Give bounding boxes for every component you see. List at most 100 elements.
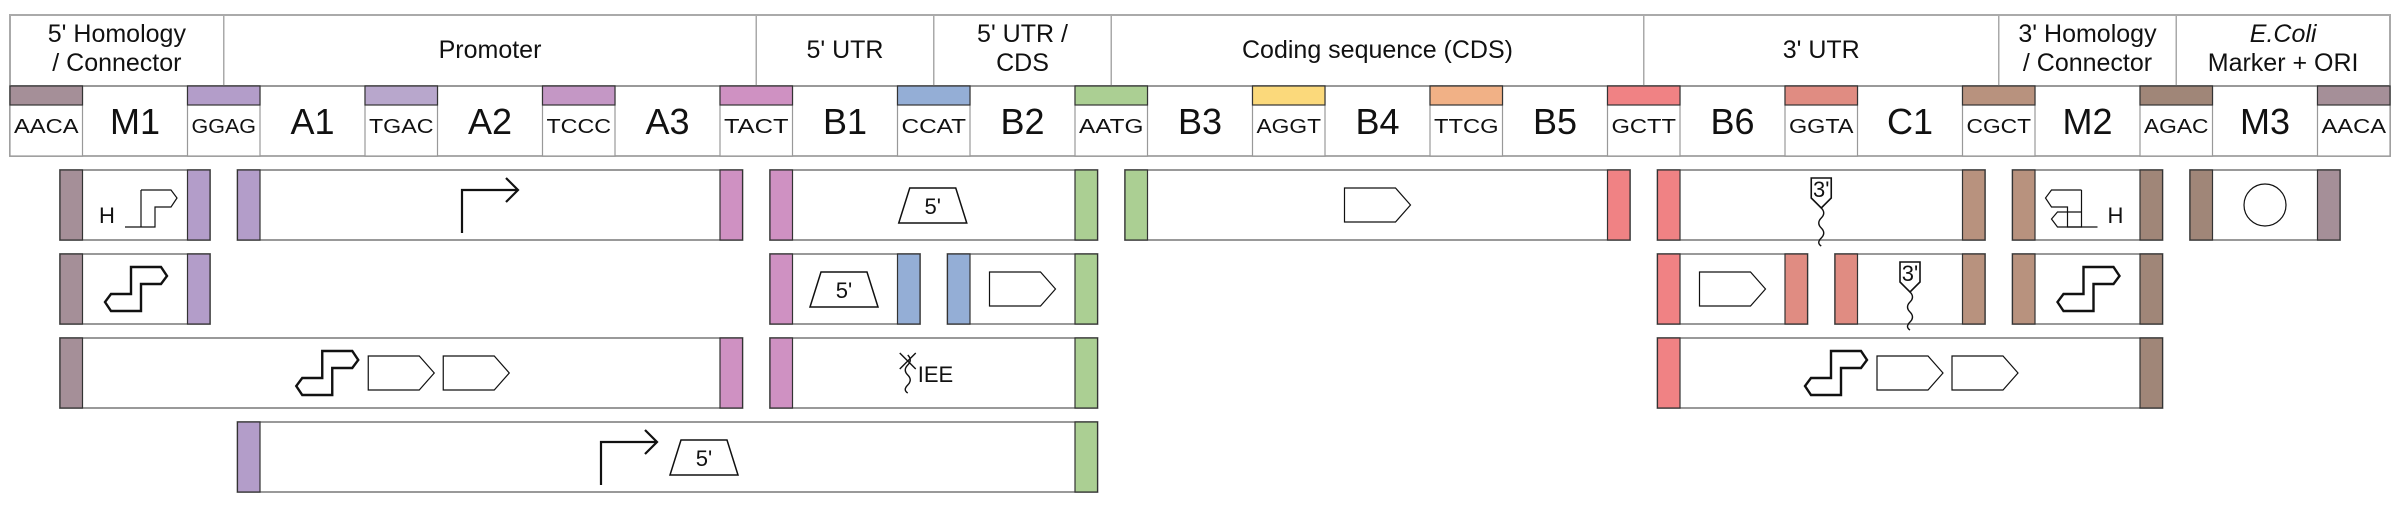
overhang-sequence: AGGT xyxy=(1257,116,1322,138)
terminator-tail-icon xyxy=(1818,207,1825,247)
overhang-sequence: CGCT xyxy=(1967,116,2032,138)
part-block-frame xyxy=(2011,253,2164,325)
five-prime-utr-icon xyxy=(897,187,968,224)
left-overhang-bar xyxy=(946,253,971,325)
right-overhang-bar xyxy=(896,253,921,325)
left-overhang-bar xyxy=(59,253,84,325)
cds-arrow-icon xyxy=(1698,271,1767,307)
five-prime-utr-label: 5' xyxy=(836,278,852,303)
part-label: C1 xyxy=(1887,101,1933,142)
connector-icon xyxy=(103,265,169,313)
right-overhang-bar xyxy=(1074,253,1099,325)
part-label: A3 xyxy=(645,101,689,142)
left-overhang-bar xyxy=(2189,169,2214,241)
category-label: E.Coli xyxy=(2250,20,2318,48)
overhang-color-band xyxy=(1606,85,1681,106)
part-label: B3 xyxy=(1178,101,1222,142)
category-cell: 5' Homology/ Connector xyxy=(48,15,225,86)
part-label: M2 xyxy=(2062,101,2112,142)
overhang-slot: TTCG xyxy=(1429,85,1504,157)
terminator-icon xyxy=(1810,177,1833,210)
part-block xyxy=(2011,253,2164,325)
left-overhang-bar xyxy=(59,337,84,409)
cds-arrow-icon xyxy=(442,355,511,391)
part-block: 5' xyxy=(769,253,921,325)
right-overhang-bar xyxy=(2139,337,2164,409)
overhang-slot: GCTT xyxy=(1606,85,1681,157)
part-block xyxy=(1124,169,1631,241)
left-overhang-bar xyxy=(1124,169,1149,241)
overhang-sequence: TTCG xyxy=(1434,116,1499,138)
category-label: Coding sequence (CDS) xyxy=(1242,36,1513,64)
overhang-slot: GGTA xyxy=(1784,85,1859,157)
part-block xyxy=(59,337,744,409)
five-prime-utr-icon xyxy=(808,271,880,308)
overhang-sequence: CCAT xyxy=(902,116,967,138)
overhang-slot: TCCC xyxy=(541,85,616,157)
connector-icon xyxy=(294,349,360,397)
right-overhang-bar xyxy=(186,253,211,325)
overhang-sequence: AATG xyxy=(1079,116,1144,138)
connector-icon xyxy=(2056,265,2121,313)
overhang-sequence: GCTT xyxy=(1612,116,1677,138)
category-label: 5' Homology xyxy=(48,20,187,48)
part-label: M1 xyxy=(110,101,160,142)
overhang-color-band xyxy=(1074,85,1149,106)
category-label: 3' Homology xyxy=(2018,20,2157,48)
category-label: / Connector xyxy=(2023,49,2152,77)
promoter-arrow-icon xyxy=(460,177,520,233)
right-overhang-bar xyxy=(1784,253,1809,325)
five-prime-utr-icon xyxy=(668,439,740,476)
overhang-slot: CCAT xyxy=(896,85,971,157)
overhang-slot: GGAG xyxy=(186,85,261,157)
part-block-frame xyxy=(2011,169,2164,241)
category-cell: 5' UTR /CDS xyxy=(977,15,1112,86)
part-block xyxy=(59,253,211,325)
part-block-frame xyxy=(2189,169,2341,241)
right-overhang-bar xyxy=(1961,253,1986,325)
part-label: A1 xyxy=(290,101,334,142)
left-overhang-bar xyxy=(1656,253,1681,325)
overhang-color-band xyxy=(1251,85,1326,106)
promoter-arrow-icon xyxy=(599,429,659,485)
part-block: H xyxy=(2011,169,2164,241)
cds-arrow-icon xyxy=(367,355,436,391)
part-block xyxy=(2189,169,2341,241)
cds-arrow-icon xyxy=(1951,355,2019,391)
right-overhang-bar xyxy=(186,169,211,241)
overhang-slot: AACA xyxy=(2316,85,2391,157)
right-overhang-bar xyxy=(2316,169,2341,241)
right-overhang-bar xyxy=(2139,169,2164,241)
category-label: 5' UTR xyxy=(806,36,883,64)
category-label: CDS xyxy=(996,49,1049,77)
part-block xyxy=(1656,253,1809,325)
overhang-sequence: AGAC xyxy=(2144,116,2209,138)
part-block-frame xyxy=(59,253,211,325)
overhang-color-band xyxy=(1961,85,2036,106)
terminator-icon xyxy=(1899,261,1921,294)
part-label: A2 xyxy=(468,101,512,142)
overhang-color-band xyxy=(719,85,794,106)
part-block-frame xyxy=(236,421,1099,493)
left-overhang-bar xyxy=(2011,253,2036,325)
part-block: 5' xyxy=(769,169,1099,241)
left-overhang-bar xyxy=(1656,337,1681,409)
category-cell: Promoter xyxy=(439,15,757,86)
terminator-label: 3' xyxy=(1902,261,1918,286)
left-overhang-bar xyxy=(1656,169,1681,241)
part-block xyxy=(946,253,1099,325)
part-block: 3' xyxy=(1834,253,1986,331)
overhang-color-band xyxy=(186,85,261,106)
part-block xyxy=(1656,337,2164,409)
part-block-frame xyxy=(236,169,744,241)
left-overhang-bar xyxy=(769,337,794,409)
part-block: H xyxy=(59,169,211,241)
overhang-sequence: TGAC xyxy=(369,116,434,138)
homology-arm-label: H xyxy=(99,203,115,228)
part-block: 3' xyxy=(1656,169,1986,247)
overhang-slot: AGAC xyxy=(2139,85,2214,157)
part-block xyxy=(236,169,744,241)
overhang-color-band xyxy=(9,85,84,106)
